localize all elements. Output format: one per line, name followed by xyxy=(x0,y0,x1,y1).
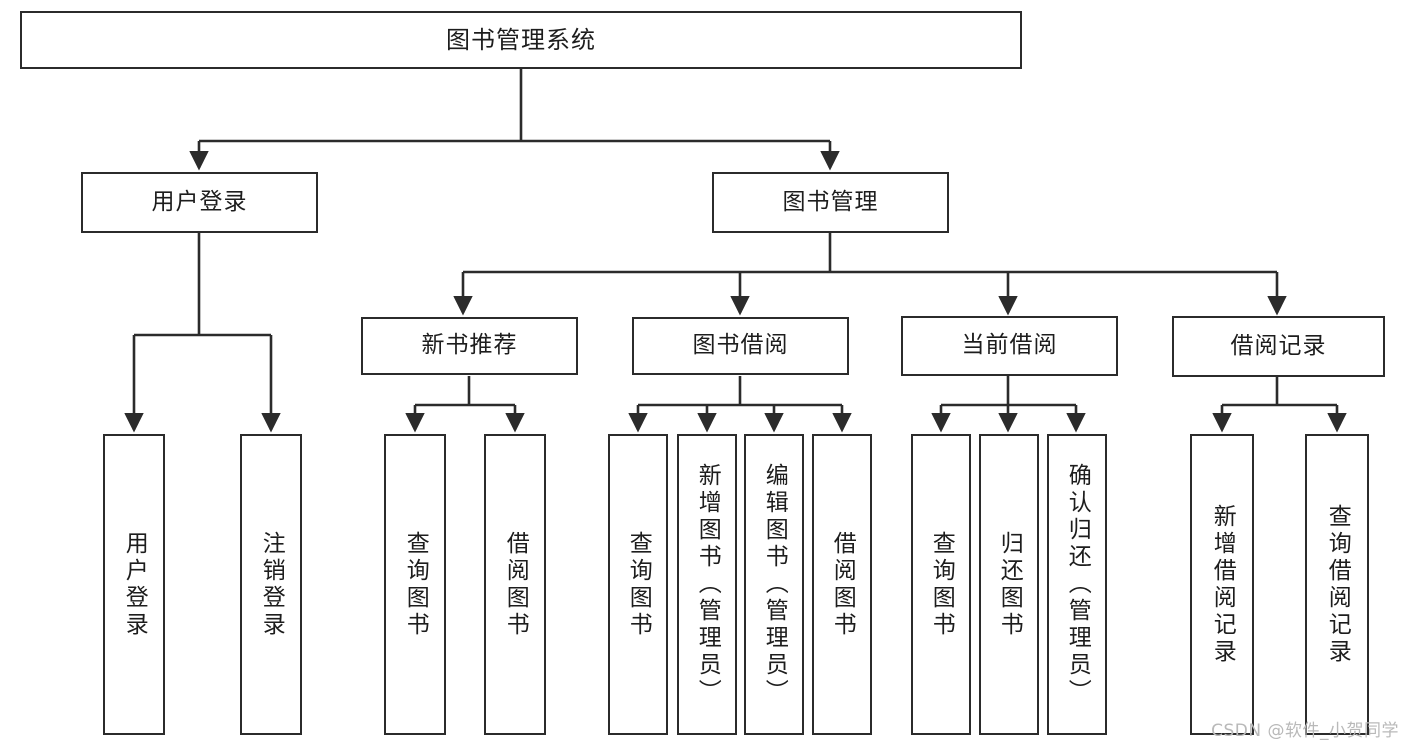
node-label: 注销登录 xyxy=(258,530,285,639)
node-label: 归还图书 xyxy=(996,530,1023,639)
node-label: 图书管理系统 xyxy=(446,25,596,54)
node-current-borrowing[interactable]: 当前借阅 xyxy=(901,316,1118,376)
node-leaf-query-book-borrow[interactable]: 查询图书 xyxy=(608,434,668,735)
node-leaf-logout[interactable]: 注销登录 xyxy=(240,434,302,735)
node-leaf-query-book-current[interactable]: 查询图书 xyxy=(911,434,971,735)
node-label: 新增图书（管理员） xyxy=(694,463,721,706)
node-label: 确认归还（管理员） xyxy=(1064,463,1091,706)
node-borrowing-record[interactable]: 借阅记录 xyxy=(1172,316,1385,377)
node-book-management[interactable]: 图书管理 xyxy=(712,172,949,233)
node-leaf-confirm-return-admin[interactable]: 确认归还（管理员） xyxy=(1047,434,1107,735)
node-label: 查询借阅记录 xyxy=(1324,503,1351,666)
node-leaf-return-book[interactable]: 归还图书 xyxy=(979,434,1039,735)
node-root-library-system[interactable]: 图书管理系统 xyxy=(20,11,1022,69)
node-label: 图书管理 xyxy=(782,188,879,215)
node-new-book-recommendation[interactable]: 新书推荐 xyxy=(361,317,578,375)
node-label: 借阅记录 xyxy=(1230,332,1327,359)
node-label: 新增借阅记录 xyxy=(1209,503,1236,666)
node-leaf-user-login[interactable]: 用户登录 xyxy=(103,434,165,735)
node-label: 当前借阅 xyxy=(961,332,1058,359)
node-leaf-borrow-book-recommend[interactable]: 借阅图书 xyxy=(484,434,546,735)
node-leaf-borrow-book[interactable]: 借阅图书 xyxy=(812,434,872,735)
csdn-watermark: CSDN @软件_小贺同学 xyxy=(1211,721,1399,741)
node-leaf-add-borrow-record[interactable]: 新增借阅记录 xyxy=(1190,434,1254,735)
node-label: 查询图书 xyxy=(625,530,652,639)
node-label: 查询图书 xyxy=(402,530,429,639)
node-label: 借阅图书 xyxy=(502,530,529,639)
node-leaf-query-book-recommend[interactable]: 查询图书 xyxy=(384,434,446,735)
node-label: 查询图书 xyxy=(928,530,955,639)
node-user-login[interactable]: 用户登录 xyxy=(81,172,318,233)
node-leaf-add-book-admin[interactable]: 新增图书（管理员） xyxy=(677,434,737,735)
node-book-borrowing[interactable]: 图书借阅 xyxy=(632,317,849,375)
node-leaf-query-borrow-record[interactable]: 查询借阅记录 xyxy=(1305,434,1369,735)
node-label: 借阅图书 xyxy=(829,530,856,639)
node-label: 图书借阅 xyxy=(692,332,789,359)
node-label: 用户登录 xyxy=(151,188,248,215)
node-label: 新书推荐 xyxy=(421,332,518,359)
node-leaf-edit-book-admin[interactable]: 编辑图书（管理员） xyxy=(744,434,804,735)
node-label: 编辑图书（管理员） xyxy=(761,463,788,706)
node-label: 用户登录 xyxy=(121,530,148,639)
